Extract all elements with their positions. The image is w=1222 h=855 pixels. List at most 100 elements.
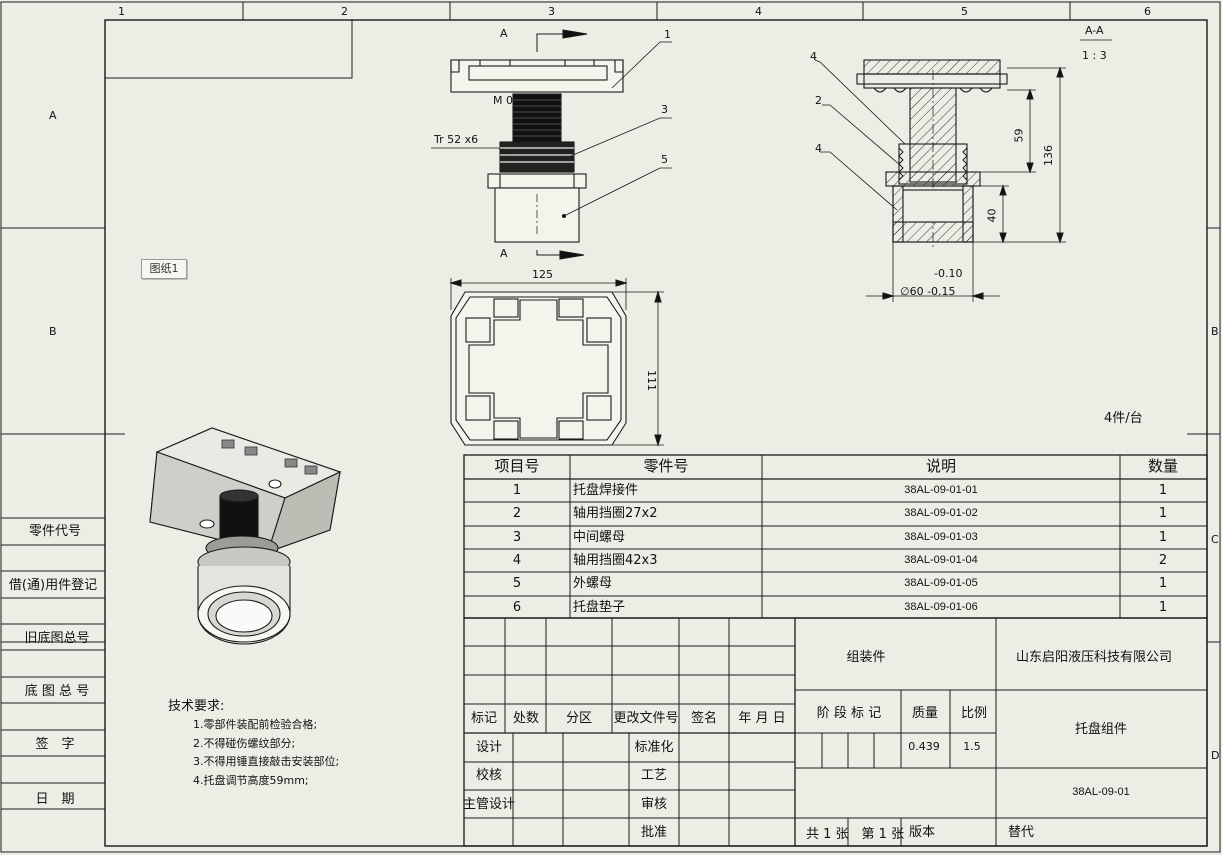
bom-qty: 1 (1158, 506, 1168, 521)
bom-no: 4 (512, 553, 522, 568)
bom-code: 38AL-09-01-02 (904, 507, 978, 519)
bom-code: 38AL-09-01-05 (904, 577, 978, 589)
bom-qty: 1 (1158, 483, 1168, 498)
bom-header-desc: 说明 (925, 457, 957, 475)
side-label-old-base: 旧底图总号 (24, 631, 90, 646)
role-standard: 标准化 (634, 740, 674, 755)
balloon-5: 5 (661, 153, 668, 166)
rev-header-date: 年 月 日 (738, 711, 786, 726)
bom-header-qty: 数量 (1147, 457, 1179, 475)
rev-header-doc: 更改文件号 (613, 711, 679, 726)
thread-label: Tr 52 x6 (434, 133, 479, 146)
zone-col-5: 5 (961, 5, 968, 18)
dim-59: 59 (1012, 128, 1026, 143)
section-title: A-A (1085, 24, 1104, 37)
bom-qty: 1 (1158, 530, 1168, 545)
balloon-3: 3 (661, 103, 668, 116)
balloon-1: 1 (664, 28, 671, 41)
balloon-2: 2 (815, 94, 822, 107)
dim-40: 40 (985, 208, 999, 223)
bom-name: 中间螺母 (573, 530, 626, 545)
rev-header-sign: 签名 (690, 711, 718, 726)
zone-row-b: B (49, 325, 57, 338)
zone-row-a: A (49, 109, 57, 122)
balloon-4b: 4 (815, 142, 822, 155)
bom-qty: 1 (1158, 576, 1168, 591)
zone-col-3: 3 (548, 5, 555, 18)
m-label: M 0 (493, 94, 513, 107)
tech-title: 技术要求: (168, 699, 225, 714)
role-chief: 主管设计 (462, 797, 516, 812)
bom-header-item: 项目号 (494, 457, 540, 475)
stage-label: 阶 段 标 记 (816, 706, 882, 721)
side-label-base: 底 图 总 号 (24, 684, 90, 699)
section-marker-top: A (500, 27, 508, 40)
side-label-date: 日 期 (35, 792, 75, 807)
drawing-number: 38AL-09-01 (1072, 786, 1130, 798)
bom-no: 3 (512, 530, 522, 545)
category: 组装件 (846, 650, 886, 665)
section-marker-bottom: A (500, 247, 508, 260)
mass-label: 质量 (911, 706, 939, 721)
sheet-tab[interactable]: 图纸1 (141, 259, 187, 279)
replace-label: 替代 (1008, 825, 1035, 840)
mass-value: 0.439 (908, 740, 940, 753)
bom-name: 托盘垫子 (573, 600, 626, 615)
section-view (814, 39, 1112, 302)
tech-item-2: 2.不得碰伤螺纹部分; (193, 737, 296, 750)
dim-height: 111 (645, 370, 658, 391)
bom-no: 6 (512, 600, 522, 615)
bom-qty: 2 (1158, 553, 1168, 568)
zone-row-d-right: D (1211, 749, 1220, 762)
role-check: 校核 (475, 768, 503, 783)
zone-col-4: 4 (755, 5, 762, 18)
bom-name: 轴用挡圈27x2 (573, 506, 658, 521)
role-process: 工艺 (640, 768, 668, 783)
version-label: 版本 (909, 825, 936, 840)
bom-header-part: 零件号 (643, 457, 689, 475)
bom-no: 2 (512, 506, 522, 521)
role-design: 设计 (475, 740, 503, 755)
rev-header-count: 处数 (512, 711, 540, 726)
company-name: 山东启阳液压科技有限公司 (1015, 650, 1173, 665)
bom-name: 托盘焊接件 (573, 483, 639, 498)
dim-diameter: ∅60 -0.15 (900, 285, 956, 298)
tech-item-1: 1.零部件装配前检验合格; (193, 718, 318, 731)
bom-code: 38AL-09-01-06 (904, 601, 978, 613)
side-label-sign: 签 字 (35, 737, 75, 752)
bom-no: 5 (512, 576, 522, 591)
scale-value: 1.5 (963, 740, 981, 753)
bom-code: 38AL-09-01-04 (904, 554, 978, 566)
isometric-view (149, 427, 342, 645)
dim-width: 125 (532, 268, 553, 281)
zone-col-1: 1 (118, 5, 125, 18)
side-label-part-code: 零件代号 (28, 524, 82, 539)
rev-header-zone: 分区 (565, 711, 593, 726)
bom-qty: 1 (1158, 600, 1168, 615)
tech-item-4: 4.托盘调节高度59mm; (193, 774, 309, 787)
role-approve: 批准 (640, 825, 668, 840)
zone-row-c-right: C (1211, 533, 1219, 546)
bom-no: 1 (512, 483, 522, 498)
bom-name: 外螺母 (573, 576, 613, 591)
front-view (431, 29, 672, 260)
scale-label: 比例 (960, 706, 988, 721)
role-review: 审核 (640, 797, 668, 812)
rev-header-mark: 标记 (470, 711, 498, 726)
bom-code: 38AL-09-01-01 (904, 484, 978, 496)
part-name: 托盘组件 (1074, 722, 1128, 737)
balloon-4a: 4 (810, 50, 817, 63)
bom-name: 轴用挡圈42x3 (573, 553, 658, 568)
bom-code: 38AL-09-01-03 (904, 531, 978, 543)
side-label-borrowed: 借(通)用件登记 (8, 578, 98, 593)
dim-136: 136 (1042, 145, 1055, 166)
zone-col-2: 2 (341, 5, 348, 18)
quantity-note: 4件/台 (1104, 411, 1143, 426)
top-view (449, 278, 664, 447)
zone-row-b-right: B (1211, 325, 1219, 338)
section-scale: 1 : 3 (1082, 49, 1107, 62)
dim-tol-upper: -0.10 (934, 267, 963, 280)
zone-col-6: 6 (1144, 5, 1151, 18)
tech-item-3: 3.不得用锤直接敲击安装部位; (193, 755, 340, 768)
